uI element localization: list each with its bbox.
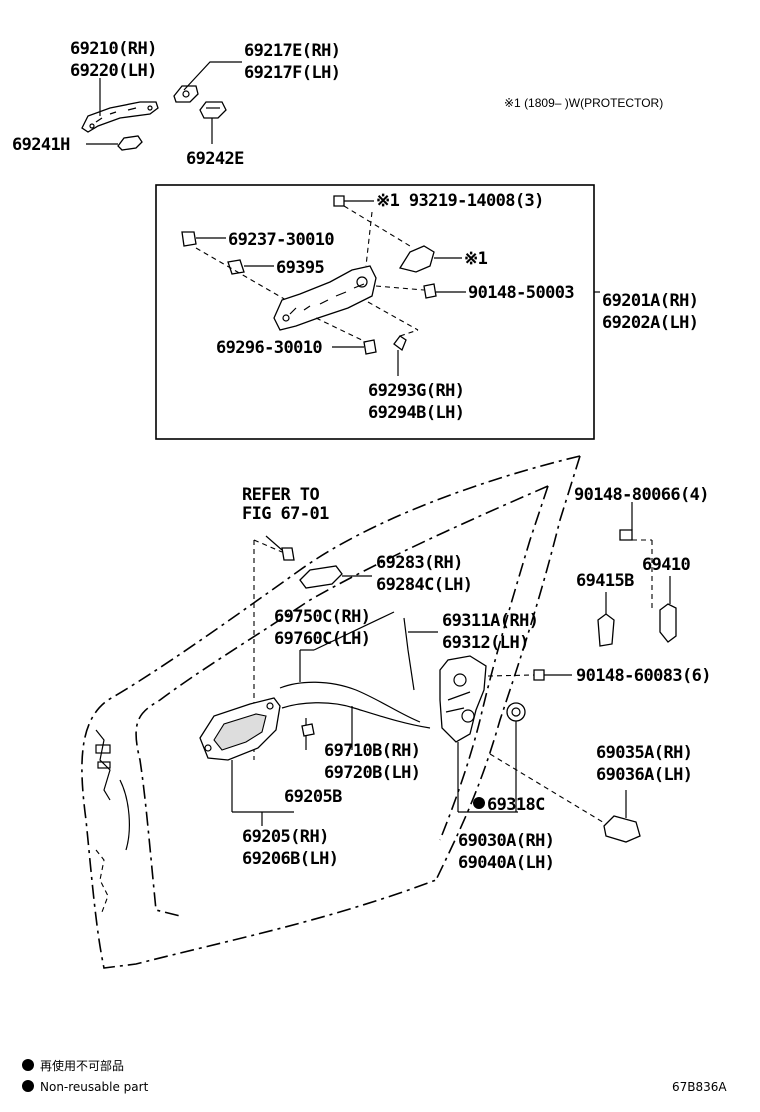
label-90148-50003: 90148-50003 [468,283,574,303]
label-bolt-93219: ※1 93219-14008(3) [376,191,544,211]
label-frame-rh: 69201A(RH) [602,291,698,311]
label-cover-rh: 69283(RH) [376,553,463,573]
label-handle-rh: 69210(RH) [70,39,157,59]
label-lock-rh: 69030A(RH) [458,831,554,851]
label-cable2-lh: 69720B(LH) [324,763,420,783]
label-69296: 69296-30010 [216,338,322,358]
label-cover-lh: 69284C(LH) [376,575,472,595]
figure-code: 67B836A [672,1080,727,1094]
label-lock-lh: 69040A(LH) [458,853,554,873]
label-cable-rh: 69750C(RH) [274,607,370,627]
label-frame-lh: 69202A(LH) [602,313,698,333]
label-69237: 69237-30010 [228,230,334,250]
label-69294: 69294B(LH) [368,403,464,423]
legend-dot-en [22,1080,34,1092]
label-mark-1: ※1 [464,249,488,269]
label-cable-lh: 69760C(LH) [274,629,370,649]
door-outline [81,455,581,969]
outside-handle-illustration [81,85,227,151]
label-rod-lh: 69312(LH) [442,633,529,653]
label-cap: 69241H [12,135,70,155]
legend-jp: 再使用不可部品 [40,1058,124,1073]
label-90148-80066: 90148-80066(4) [574,485,709,505]
protector-note: ※1 (1809– )W(PROTECTOR) [504,96,663,110]
label-69415b: 69415B [576,571,634,591]
label-pad-lh: 69217F(LH) [244,63,340,83]
label-pad2: 69242E [186,149,244,169]
label-pad-rh: 69217E(RH) [244,41,340,61]
door-parts-illustration [199,502,677,843]
label-69395: 69395 [276,258,325,278]
legend-dot-jp [22,1059,34,1071]
frame-illustration [181,195,600,376]
label-inner-lh: 69206B(LH) [242,849,338,869]
label-refer-fig: FIG 67-01 [242,504,329,524]
outside-handle-leaders [86,61,242,145]
label-bracket-rh: 69035A(RH) [596,743,692,763]
label-90148-60083: 90148-60083(6) [576,666,711,686]
label-inner-rh: 69205(RH) [242,827,329,847]
label-cable2-rh: 69710B(RH) [324,741,420,761]
label-rod-rh: 69311A(RH) [442,611,538,631]
label-bracket-lh: 69036A(LH) [596,765,692,785]
handle-frame-box [155,184,595,440]
label-69205b: 69205B [284,787,342,807]
non-reusable-mark [473,797,485,809]
label-refer-to: REFER TO [242,485,319,505]
label-handle-lh: 69220(LH) [70,61,157,81]
label-striker: 69410 [642,555,691,575]
legend-en: Non-reusable part [40,1080,149,1094]
label-69293: 69293G(RH) [368,381,464,401]
label-seal: 69318C [487,795,545,815]
